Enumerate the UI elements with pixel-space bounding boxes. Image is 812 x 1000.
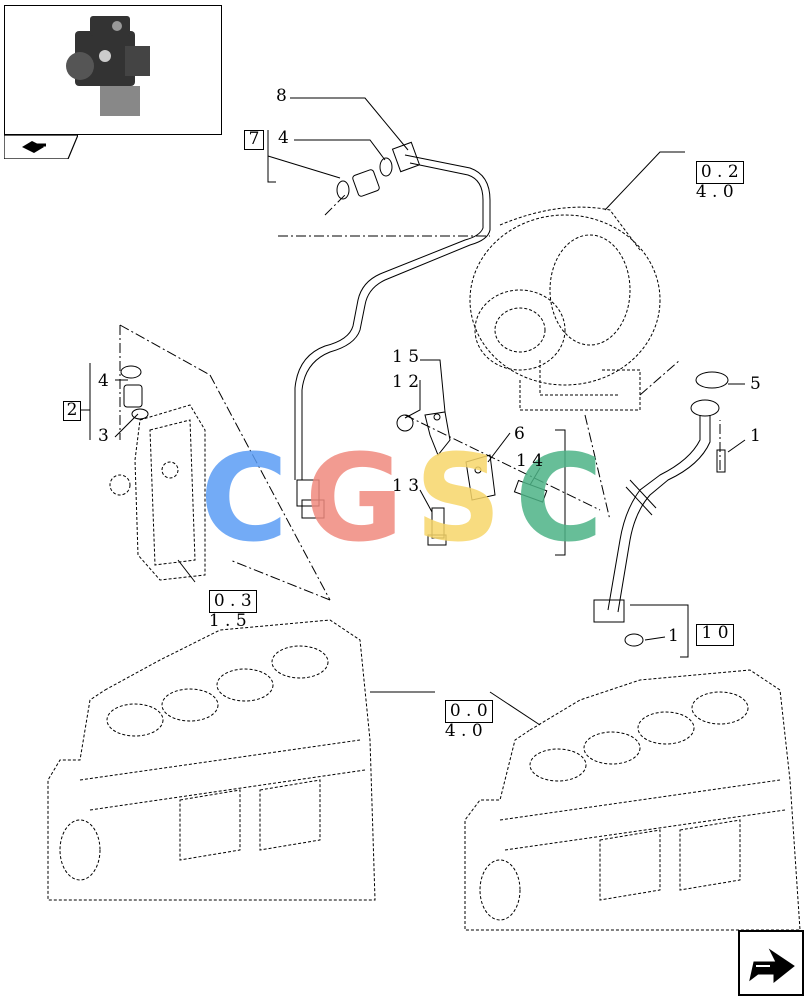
watermark-letter-c2: C — [515, 440, 603, 560]
engine-block-left — [47, 619, 376, 901]
cgsc-watermark: C G S C — [200, 440, 603, 560]
callout-3: 3 — [98, 426, 109, 446]
callout-1-lower: 1 — [668, 626, 679, 646]
engine-block-right — [464, 669, 801, 931]
callout-5: 5 — [750, 374, 761, 394]
watermark-letter-g: G — [305, 440, 404, 560]
callout-4-upper: 4 — [278, 128, 289, 148]
oil-feed-pipe — [294, 141, 491, 519]
ref-filter-boxed: 0 . 3 — [208, 590, 257, 613]
ref-engine-block[interactable]: 0 . 0 4 . 0 — [434, 683, 493, 740]
ref-block-boxed: 0 . 0 — [444, 700, 493, 723]
callout-8: 8 — [276, 86, 287, 106]
engine-thumbnail[interactable] — [4, 5, 222, 135]
ref-filter-housing[interactable]: 0 . 3 1 . 5 — [198, 573, 257, 630]
ref-block-rest: 4 . 0 — [444, 721, 483, 741]
next-page-button[interactable] — [738, 930, 804, 996]
callout-10[interactable]: 1 0 — [696, 624, 734, 646]
callout-15: 1 5 — [392, 347, 420, 367]
callout-kit-7[interactable]: 7 — [244, 130, 264, 150]
callout-6: 6 — [514, 424, 525, 444]
ref-turbocharger[interactable]: 0 . 2 4 . 0 — [685, 144, 744, 201]
leader-lines — [80, 97, 746, 726]
nav-tab[interactable] — [3, 134, 79, 160]
upper-fitting — [336, 157, 393, 200]
watermark-letter-c1: C — [200, 440, 288, 560]
ref-turbocharger-boxed: 0 . 2 — [695, 161, 744, 184]
watermark-letter-s: S — [415, 440, 501, 560]
oil-return-pipe — [593, 371, 729, 647]
engine-thumbnail-icon — [66, 16, 150, 116]
turbocharger-drawing — [469, 206, 661, 411]
callout-14: 1 4 — [516, 451, 544, 471]
ref-turbocharger-rest: 4 . 0 — [695, 182, 734, 202]
callout-1-right: 1 — [750, 426, 761, 446]
filter-housing — [109, 404, 206, 581]
callout-4-lower: 4 — [98, 371, 109, 391]
next-page-arrow-icon — [749, 948, 795, 984]
callout-13: 1 3 — [392, 476, 420, 496]
hand-pointer-icon — [3, 134, 79, 160]
bracket-assembly — [396, 411, 548, 546]
callout-12: 1 2 — [392, 372, 420, 392]
callout-kit-2[interactable]: 2 — [63, 401, 81, 421]
ref-filter-rest: 1 . 5 — [208, 611, 247, 631]
filter-fitting — [120, 365, 149, 420]
